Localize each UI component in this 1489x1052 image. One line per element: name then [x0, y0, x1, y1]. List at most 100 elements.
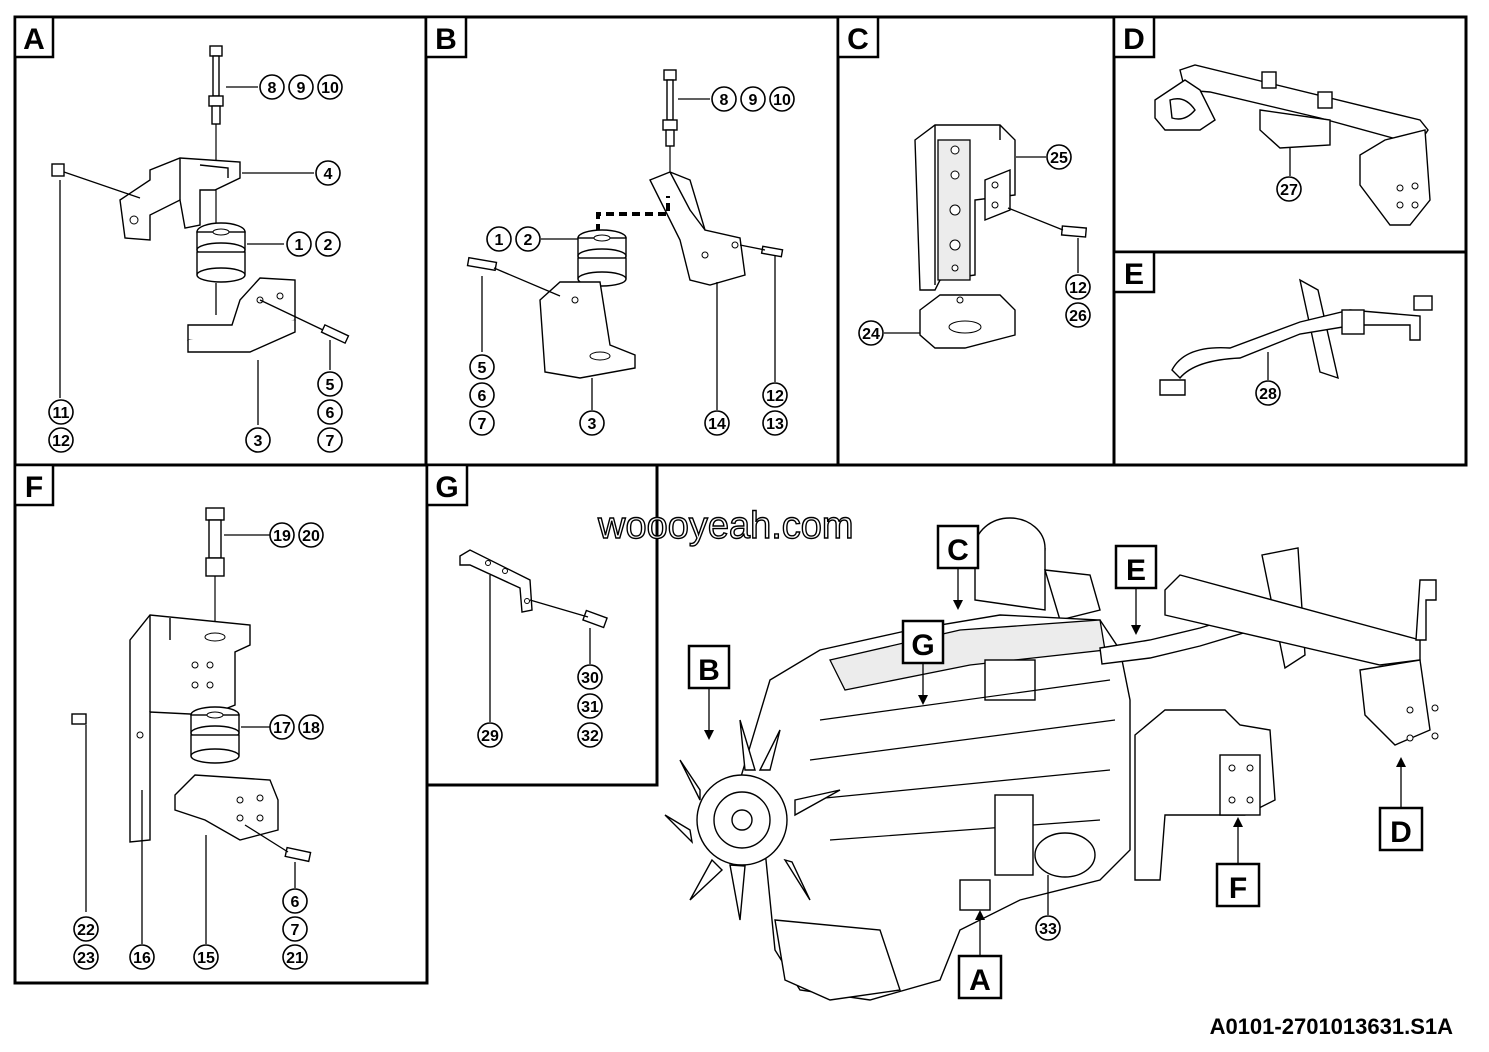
callout: 7 — [317, 427, 343, 453]
callout: 26 — [1065, 302, 1091, 328]
svg-text:20: 20 — [302, 528, 320, 545]
panel-f-drawing — [71, 507, 312, 944]
svg-text:9: 9 — [297, 80, 306, 97]
callout: 21 — [282, 944, 308, 970]
panel-e-frame — [1112, 250, 1468, 467]
svg-text:13: 13 — [766, 416, 784, 433]
svg-text:23: 23 — [77, 950, 95, 967]
panel-c-frame — [836, 15, 1116, 467]
svg-text:21: 21 — [286, 950, 304, 967]
callout: 16 — [129, 944, 155, 970]
overview-label-f: F — [1215, 817, 1261, 908]
svg-text:26: 26 — [1069, 308, 1087, 325]
panel-c-drawing — [884, 124, 1088, 349]
panel-e-drawing — [1159, 278, 1433, 396]
svg-text:A: A — [969, 964, 991, 997]
callout: 10 — [317, 74, 343, 100]
svg-text:24: 24 — [862, 326, 880, 343]
svg-text:16: 16 — [133, 950, 151, 967]
callout: 9 — [288, 74, 314, 100]
callout: 22 — [73, 916, 99, 942]
svg-text:12: 12 — [766, 388, 784, 405]
svg-text:7: 7 — [478, 416, 487, 433]
callout: 30 — [577, 664, 603, 690]
callout: 11 — [48, 399, 74, 425]
callout: 7 — [469, 410, 495, 436]
callout: 1 — [486, 226, 512, 252]
svg-text:1: 1 — [495, 232, 504, 249]
panel-a-drawing — [51, 45, 350, 425]
overview-label-c: C — [936, 524, 980, 610]
callout: 2 — [515, 226, 541, 252]
panel-b-tag: B — [424, 15, 468, 59]
svg-text:31: 31 — [581, 699, 599, 716]
callout: 17 — [269, 714, 295, 740]
callout: 8 — [711, 86, 737, 112]
callout: 9 — [740, 86, 766, 112]
svg-text:2: 2 — [324, 237, 333, 254]
svg-text:G: G — [435, 471, 458, 504]
callout: 31 — [577, 693, 603, 719]
overview-callout-33: 33 — [1035, 875, 1061, 941]
panel-a-tag: A — [13, 15, 55, 59]
callout: 12 — [762, 382, 788, 408]
svg-text:3: 3 — [588, 416, 597, 433]
callout: 28 — [1255, 380, 1281, 406]
svg-text:5: 5 — [326, 377, 335, 394]
callout: 1 — [286, 231, 312, 257]
callout: 27 — [1276, 176, 1302, 202]
panel-e-callouts: 28 — [1255, 380, 1281, 406]
panel-d-tag: D — [1112, 15, 1156, 59]
svg-text:B: B — [698, 654, 720, 687]
panel-b-callouts: 8 9 10 1 2 5 6 7 3 14 12 13 — [469, 86, 795, 436]
svg-text:4: 4 — [324, 166, 333, 183]
callout: 10 — [769, 86, 795, 112]
svg-text:3: 3 — [254, 433, 263, 450]
svg-text:7: 7 — [326, 433, 335, 450]
panel-g-drawing — [459, 549, 608, 722]
svg-text:17: 17 — [273, 720, 291, 737]
svg-text:19: 19 — [273, 528, 291, 545]
svg-text:27: 27 — [1280, 182, 1298, 199]
svg-text:18: 18 — [302, 720, 320, 737]
svg-text:F: F — [1229, 872, 1247, 905]
svg-text:32: 32 — [581, 728, 599, 745]
callout: 6 — [282, 888, 308, 914]
svg-text:10: 10 — [773, 92, 791, 109]
overview-label-g: G — [901, 619, 945, 705]
svg-text:7: 7 — [291, 922, 300, 939]
callout: 3 — [245, 427, 271, 453]
panel-d-drawing — [1154, 64, 1431, 226]
panel-g-callouts: 30 31 32 29 — [477, 664, 603, 748]
callout: 5 — [469, 354, 495, 380]
callout: 6 — [317, 399, 343, 425]
callout: 15 — [193, 944, 219, 970]
svg-text:25: 25 — [1050, 150, 1068, 167]
svg-text:G: G — [911, 629, 934, 662]
callout: 24 — [858, 320, 884, 346]
svg-text:9: 9 — [749, 92, 758, 109]
callout: 8 — [259, 74, 285, 100]
panel-c-tag: C — [836, 15, 880, 59]
svg-text:28: 28 — [1259, 386, 1277, 403]
watermark: woooyeah.com — [597, 505, 854, 547]
svg-text:6: 6 — [326, 405, 335, 422]
svg-text:12: 12 — [1069, 280, 1087, 297]
engine-overview — [664, 517, 1439, 1001]
callout: 6 — [469, 382, 495, 408]
svg-text:1: 1 — [295, 237, 304, 254]
svg-text:12: 12 — [52, 433, 70, 450]
svg-text:10: 10 — [321, 80, 339, 97]
svg-text:E: E — [1124, 258, 1144, 291]
callout: 19 — [269, 522, 295, 548]
svg-text:14: 14 — [708, 416, 726, 433]
svg-text:A: A — [23, 23, 45, 56]
svg-text:F: F — [25, 471, 43, 504]
svg-text:B: B — [435, 23, 457, 56]
svg-text:6: 6 — [478, 388, 487, 405]
callout: 32 — [577, 722, 603, 748]
svg-text:15: 15 — [197, 950, 215, 967]
callout: 18 — [298, 714, 324, 740]
callout: 3 — [579, 410, 605, 436]
svg-text:C: C — [947, 534, 969, 567]
